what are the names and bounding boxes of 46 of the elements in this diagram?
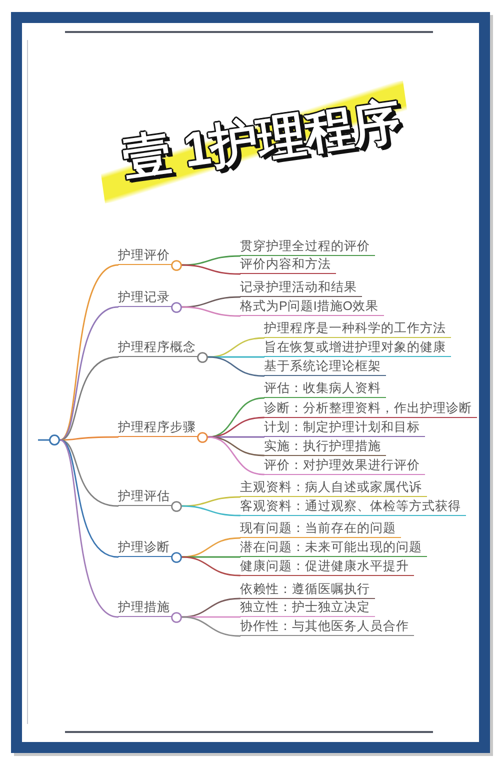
- branch-line: [181, 616, 241, 637]
- subtopic-label: 诊断：分析整理资料，作出护理诊断: [264, 400, 477, 418]
- subtopic-label: 贯穿护理全过程的评价: [240, 239, 375, 256]
- branch-line: [207, 416, 265, 438]
- subtopic-label: 主观资料：病人自述或家属代诉: [240, 480, 427, 498]
- branch-line: [207, 436, 265, 476]
- subtopic-label: 依赖性：遵循医嘱执行: [240, 582, 375, 599]
- topic-label: 护理程序概念: [118, 340, 197, 354]
- branch-line: [59, 439, 119, 507]
- branch-line: [59, 356, 119, 441]
- branch-line: [59, 439, 119, 618]
- branch-line: [181, 505, 241, 516]
- subtopic-label: 格式为P问题I措施O效果: [240, 299, 384, 316]
- subtopic-label: 潜在问题：未来可能出现的问题: [240, 540, 427, 558]
- branch-line: [207, 337, 265, 358]
- branch-line: [207, 356, 265, 377]
- subtopic-label: 健康问题：促进健康水平提升: [240, 558, 414, 576]
- subtopic-label: 独立性：护士独立决定: [240, 600, 375, 618]
- topic-label: 护理评价: [118, 248, 171, 262]
- topic-label: 护理评估: [118, 488, 171, 504]
- topic-label: 护理诊断: [118, 540, 171, 554]
- subtopic-label: 评价：对护理效果进行评价: [264, 458, 425, 475]
- branch-line: [181, 296, 241, 308]
- subtopic-label: 护理程序是一种科学的工作方法: [264, 321, 451, 338]
- branch-line: [59, 264, 119, 441]
- subtopic-label: 基于系统论理论框架: [264, 359, 386, 376]
- topic-label: 护理记录: [118, 290, 171, 304]
- branch-line: [181, 264, 241, 275]
- subtopic-label: 评价内容和方法: [240, 257, 336, 274]
- subtopic-label: 客观资料：通过观察、体检等方式获得: [240, 498, 466, 516]
- subtopic-label: 评估：收集病人资料: [264, 381, 386, 398]
- branch-line: [181, 598, 241, 618]
- branch-line: [207, 397, 265, 438]
- branch-line: [181, 537, 241, 558]
- branch-line: [181, 556, 241, 576]
- subtopic-label: 旨在恢复或增进护理对象的健康: [264, 340, 451, 358]
- subtopic-label: 记录护理活动和结果: [240, 280, 362, 298]
- subtopic-label: 实施：执行护理措施: [264, 438, 386, 456]
- branch-line: [59, 306, 119, 441]
- subtopic-label: 计划：制定护理计划和目标: [264, 420, 425, 438]
- topic-label: 护理程序步骤: [118, 420, 197, 434]
- topic-label: 护理措施: [118, 600, 171, 614]
- subtopic-label: 现有问题：当前存在的问题: [240, 521, 401, 538]
- root-circle: [38, 434, 60, 446]
- branch-line: [181, 306, 241, 317]
- subtopic-label: 协作性：与其他医务人员合作: [240, 619, 414, 636]
